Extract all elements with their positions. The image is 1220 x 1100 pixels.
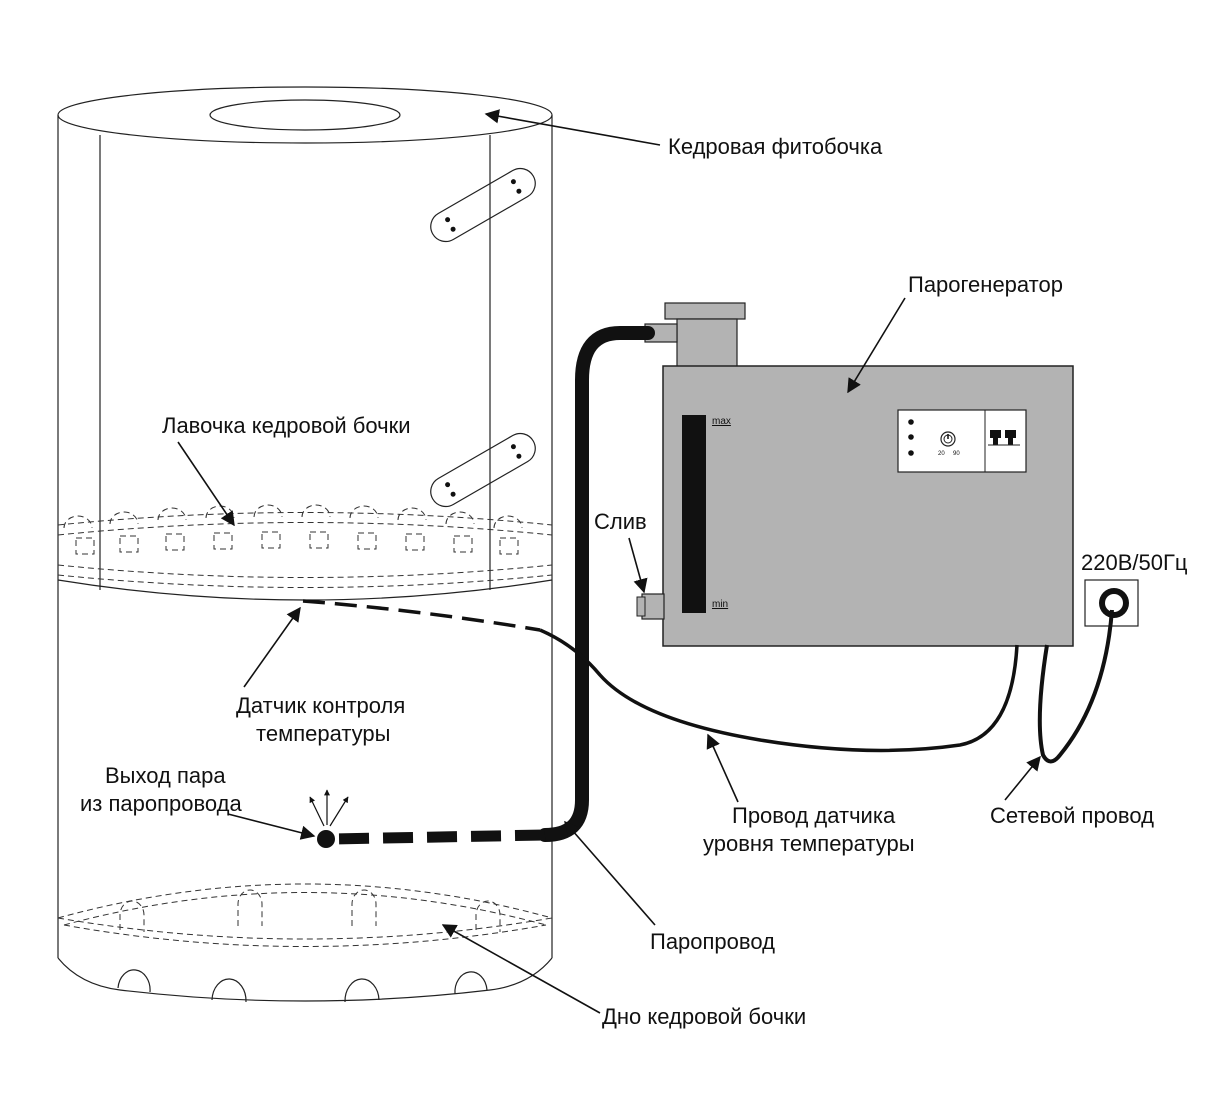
barrel-bottom-right <box>489 957 553 991</box>
barrel-handle-lower <box>430 432 536 508</box>
temperature-knob[interactable] <box>940 431 956 447</box>
label-temp-sensor-line1: Датчик контроля <box>236 693 405 718</box>
steam-pipe-inside-barrel <box>329 829 546 845</box>
barrel-bench <box>57 504 553 588</box>
control-panel: 20 90 <box>897 409 1027 473</box>
label-steam-generator: Парогенератор <box>908 272 1063 297</box>
label-steam-pipe: Паропровод <box>650 929 775 954</box>
label-sensor-wire-line2: уровня температуры <box>703 831 915 856</box>
temperature-sensor-wire <box>539 628 1019 753</box>
indicator-light <box>908 419 914 425</box>
arrow-barrel <box>484 109 661 146</box>
arrow-power-cord <box>1004 755 1041 801</box>
steam-generator: max min 20 90 <box>636 302 1074 647</box>
steam-arrow <box>329 796 349 827</box>
temperature-sensor-probe <box>302 599 541 632</box>
label-bench: Лавочка кедровой бочки <box>162 413 411 438</box>
power-cord <box>1037 609 1114 764</box>
barrel-divider-front <box>57 579 553 601</box>
steam-outlet <box>317 830 335 848</box>
water-level-gauge <box>682 415 706 613</box>
barrel-bottom-front <box>119 989 491 1002</box>
label-temp-sensor-line2: температуры <box>256 721 390 746</box>
generator-body <box>662 365 1074 647</box>
indicator-light <box>908 434 914 440</box>
gauge-min-label: min <box>712 599 728 610</box>
label-barrel: Кедровая фитобочка <box>668 134 883 159</box>
arrow-drain <box>628 537 648 594</box>
steam-arrow <box>309 796 325 827</box>
cedar-barrel <box>57 86 553 1003</box>
arrow-steam-generator <box>847 297 906 394</box>
generator-neck <box>676 318 738 368</box>
label-steam-outlet-line1: Выход пара <box>105 763 226 788</box>
label-power-cord: Сетевой провод <box>990 803 1154 828</box>
knob-scale-high: 90 <box>953 451 960 457</box>
indicator-light <box>908 450 914 456</box>
barrel-bottom-left <box>57 957 121 991</box>
label-power-spec: 220В/50Гц <box>1081 550 1188 575</box>
barrel-top-opening <box>209 99 401 131</box>
gauge-max-label: max <box>712 416 731 427</box>
bottom-vent <box>344 978 380 1003</box>
circuit-breaker[interactable] <box>988 430 1020 446</box>
bench-slats <box>63 504 523 555</box>
generator-top-nozzle <box>664 302 746 320</box>
label-steam-outlet-line2: из паропровода <box>80 791 243 816</box>
arrow-temp-sensor <box>243 606 301 688</box>
label-drain: Слив <box>594 509 647 534</box>
steam-pipe-hose <box>538 326 655 842</box>
knob-scale-low: 20 <box>938 451 945 457</box>
arrow-sensor-wire <box>706 733 739 803</box>
arrow-bench <box>177 441 235 527</box>
barrel-top-rim <box>57 86 553 144</box>
arrow-barrel-bottom <box>441 924 601 1014</box>
label-sensor-wire-line1: Провод датчика <box>732 803 896 828</box>
arrow-steam-outlet <box>227 813 316 840</box>
barrel-handle-upper <box>430 167 536 243</box>
bottom-vent <box>117 969 151 993</box>
arrow-steam-pipe <box>564 820 656 926</box>
barrel-bottom-grate <box>57 883 553 947</box>
label-barrel-bottom: Дно кедровой бочки <box>602 1004 806 1029</box>
bottom-vent <box>454 971 488 995</box>
bottom-vent <box>211 978 247 1003</box>
